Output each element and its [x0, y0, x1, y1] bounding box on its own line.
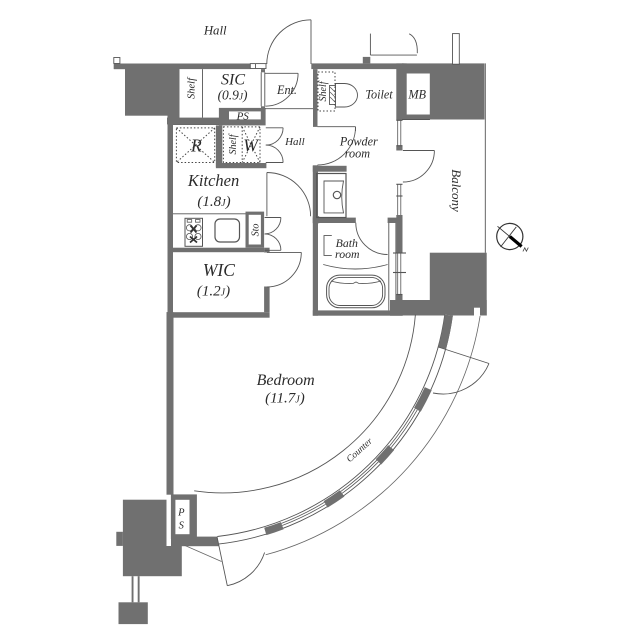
svg-text:WIC: WIC [203, 260, 235, 280]
svg-text:Sto: Sto [250, 224, 261, 237]
svg-text:W: W [243, 136, 259, 156]
svg-text:(1.8J): (1.8J) [197, 194, 230, 210]
svg-text:Shelf: Shelf [318, 80, 329, 101]
svg-text:S: S [179, 521, 185, 532]
svg-text:(11.7J): (11.7J) [265, 391, 305, 407]
svg-text:MB: MB [407, 87, 426, 101]
svg-text:Shelf: Shelf [228, 133, 239, 154]
svg-text:Toilet: Toilet [365, 87, 393, 101]
svg-text:room: room [335, 247, 360, 261]
svg-text:Powder: Powder [339, 135, 378, 149]
svg-text:room: room [345, 146, 370, 160]
svg-text:SIC: SIC [221, 72, 245, 89]
svg-text:Kitchen: Kitchen [187, 171, 239, 190]
svg-text:Bedroom: Bedroom [257, 372, 315, 389]
svg-text:R: R [190, 136, 202, 156]
svg-text:Hall: Hall [203, 24, 227, 38]
svg-text:Hall: Hall [284, 136, 305, 148]
svg-text:P: P [177, 508, 185, 519]
svg-text:Shelf: Shelf [187, 76, 198, 99]
svg-text:(1.2J): (1.2J) [197, 284, 230, 300]
svg-text:(0.9J): (0.9J) [218, 88, 248, 103]
svg-text:Ent.: Ent. [276, 83, 297, 97]
svg-text:Balcony: Balcony [449, 169, 464, 212]
svg-text:PS: PS [236, 110, 250, 122]
svg-text:Bath: Bath [336, 236, 358, 250]
